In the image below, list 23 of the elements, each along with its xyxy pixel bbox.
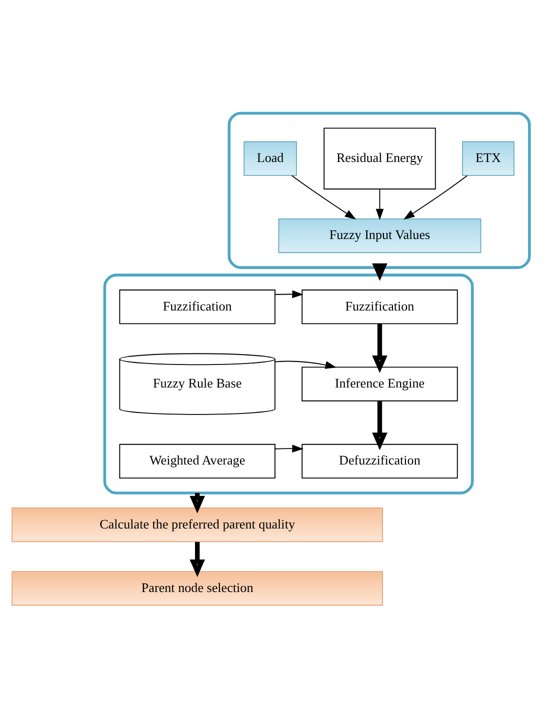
arrow [372, 263, 388, 281]
node-box: Parent node selection [12, 571, 383, 606]
arrow [274, 290, 304, 298]
node-box: Residual Energy [324, 128, 436, 190]
cluster [103, 274, 474, 494]
arrow [403, 175, 468, 220]
node-box: Weighted Average [119, 444, 276, 478]
node-box: Fuzzification [302, 290, 458, 324]
arrow [372, 324, 388, 373]
arrow [274, 444, 304, 453]
arrow [291, 175, 356, 220]
node-box: Calculate the preferred parent quality [12, 508, 383, 542]
node-box: Defuzzification [302, 444, 458, 478]
arrow [274, 360, 337, 369]
node-box: Inference Engine [302, 366, 458, 402]
arrow [376, 188, 384, 220]
node-box: Fuzzy Input Values [278, 218, 482, 254]
arrow [190, 542, 205, 577]
node-box: ETX [462, 141, 514, 176]
cluster [228, 112, 531, 269]
arrow [372, 400, 388, 450]
node-box: Load [244, 141, 297, 176]
node-box: Fuzzification [119, 290, 276, 324]
